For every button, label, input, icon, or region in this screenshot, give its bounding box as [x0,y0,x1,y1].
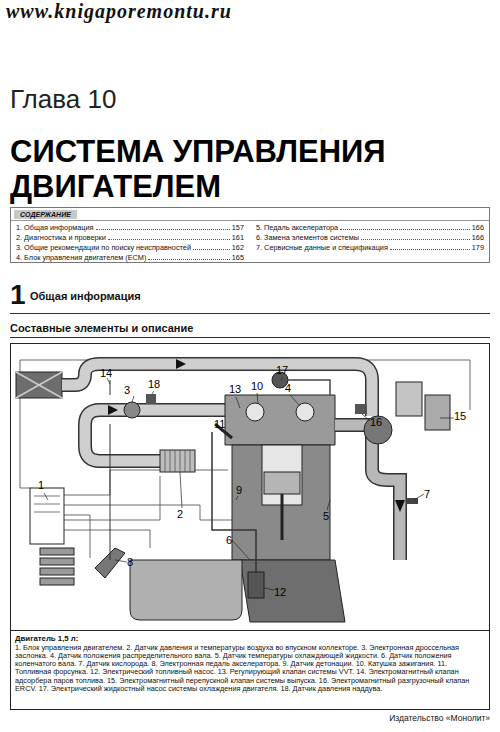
leader-line [44,377,454,590]
bypass-valve [355,404,367,414]
diagram-frame [11,344,490,710]
charge-duct-outline [85,410,225,461]
intercooler [160,450,195,472]
callout-number: 8 [127,556,133,568]
dot-leader [96,223,230,230]
section-rule [10,337,490,338]
callout-number: 3 [124,384,130,396]
throttle [124,402,140,418]
page-number: 179 [472,243,484,252]
callout-number: 18 [148,378,160,390]
connector [40,568,74,575]
contents-row: 2. Диагностика и проверки 161 [16,233,244,242]
flow-arrow [395,500,405,512]
piston [264,472,300,494]
camshaft [246,403,264,421]
fuel-tank [130,560,242,620]
page-number: 161 [232,233,244,242]
callout-number: 1 [38,479,44,491]
fuel-pump [248,572,264,598]
callout-number: 17 [276,364,288,376]
dot-leader [390,243,470,250]
caption-box: Двигатель 1,5 л:1. Блок управления двига… [12,632,488,709]
flow-arrow [176,359,186,369]
callout-number: 7 [424,488,430,500]
section-number: 1 [10,279,26,311]
callout-number: 12 [274,586,286,598]
cylinder-head [225,395,335,445]
coolant-line [288,380,330,395]
subsection-heading: Составные элементы и описание [10,322,193,334]
contents-entry: 1. Общая информация [16,223,94,232]
flow-arrow [108,405,118,415]
contents-box: СОДЕРЖАНИЕ1. Общая информация1572. Диагн… [10,207,490,263]
connecting-rod [281,494,284,540]
contents-heading: СОДЕРЖАНИЕ [14,210,77,219]
air-filter-hatch [16,372,62,398]
contents-entry: 5. Педаль акселератора [256,223,338,232]
contents-row: 6. Замена элементов системы 166 [256,233,484,242]
contents-row: 1. Общая информация 157 [16,223,244,232]
callout-number: 2 [177,508,183,520]
section-rule [10,313,490,314]
callout-number: 4 [285,382,291,394]
connector [40,578,74,585]
dot-leader [340,223,470,230]
page-title: СИСТЕМА УПРАВЛЕНИЯ ДВИГАТЕЛЕМ [10,134,470,204]
vapour-line [110,380,111,560]
exhaust-valve [425,395,450,430]
boost-sensor [146,394,156,404]
contents-entry: 6. Замена элементов системы [256,233,359,242]
exhaust-pipe [335,425,400,560]
page-number: 166 [472,233,484,242]
contents-entry: 7. Сервисные данные и спецификация [256,243,388,252]
callout-number: 14 [100,367,112,379]
connector [40,558,74,565]
caption-heading: Двигатель 1,5 л: [15,634,485,644]
dot-leader [193,243,230,250]
air-filter [16,372,62,398]
publisher: Издательство «Монолит» [389,713,490,723]
callout-number: 13 [229,383,241,395]
callout-number: 16 [370,416,382,428]
contents-row: 5. Педаль акселератора 166 [256,223,484,232]
contents-rule [11,220,489,221]
callout-number: 10 [251,380,263,392]
page-number: 157 [232,223,244,232]
contents-row: 3. Общие рекомендации по поиску неисправ… [16,243,244,252]
connector [40,548,74,555]
callout-number: 15 [454,410,466,422]
charge-duct [85,410,225,461]
contents-entry: 2. Диагностика и проверки [16,233,106,242]
chapter-label: Глава 10 [10,84,116,115]
page-number: 166 [472,223,484,232]
fuel-line [212,432,256,572]
callout-number: 11 [214,418,225,430]
turbocharger [364,416,392,444]
contents-row: 4. Блок управления двигателем (ECM) 165 [16,253,244,262]
section-heading: Общая информация [30,290,141,302]
caption-text: 1. Блок управления двигателем. 2. Датчик… [15,644,485,694]
dot-leader [148,253,229,260]
exhaust-pipe-outline [335,425,400,560]
dot-leader [361,233,470,240]
frame-divider [10,630,490,631]
intercooler-fins [165,450,190,472]
contents-row: 7. Сервисные данные и спецификация 179 [256,243,484,252]
page-number: 162 [232,243,244,252]
dot-leader [108,233,230,240]
callout-number: 5 [323,510,329,522]
contents-entry: 3. Общие рекомендации по поиску неисправ… [16,243,191,252]
ecm [30,488,64,544]
callout-number: 6 [226,534,232,546]
heat-exchanger [396,382,422,416]
callout-number: 9 [236,484,242,496]
page-number: 165 [232,253,244,262]
camshaft [296,403,314,421]
contents-entry: 4. Блок управления двигателем (ECM) [16,253,146,262]
cylinder-block [232,445,330,560]
watermark: www.knigaporemontu.ru [6,0,232,23]
